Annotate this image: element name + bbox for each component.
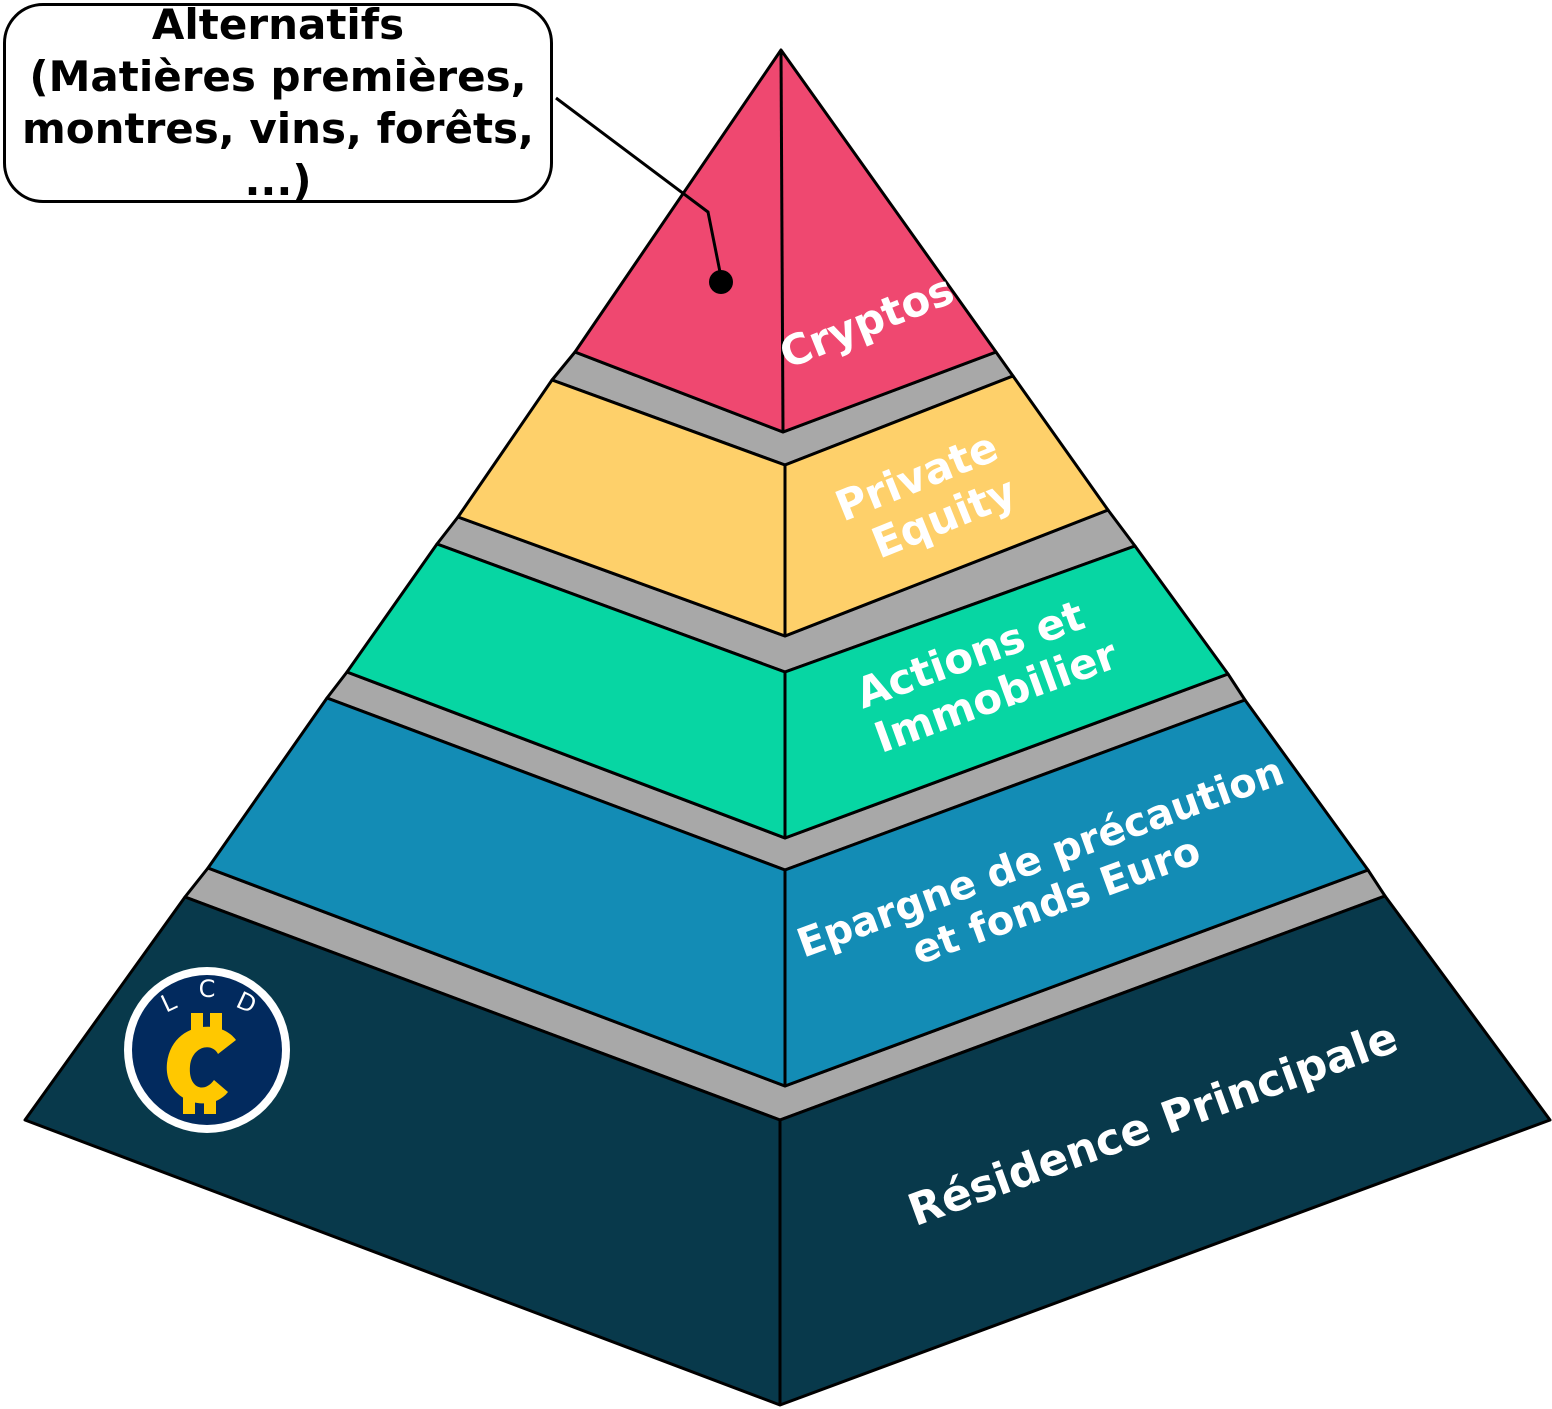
callout-connector [555, 96, 724, 283]
coin-c-icon [166, 1013, 236, 1114]
callout-title: Alternatifs [151, 0, 405, 49]
callout-dot [709, 270, 733, 294]
callout-line-2: montres, vins, forêts, ...) [22, 104, 534, 205]
layer-cryptos-edge [779, 49, 785, 433]
lcd-logo: L C D [124, 967, 290, 1133]
callout-line-1: (Matières premières, [29, 52, 527, 101]
svg-text:C: C [199, 975, 216, 1003]
layer-cryptos [573, 48, 998, 434]
callout-alternatifs: Alternatifs (Matières premières, montres… [3, 0, 553, 205]
